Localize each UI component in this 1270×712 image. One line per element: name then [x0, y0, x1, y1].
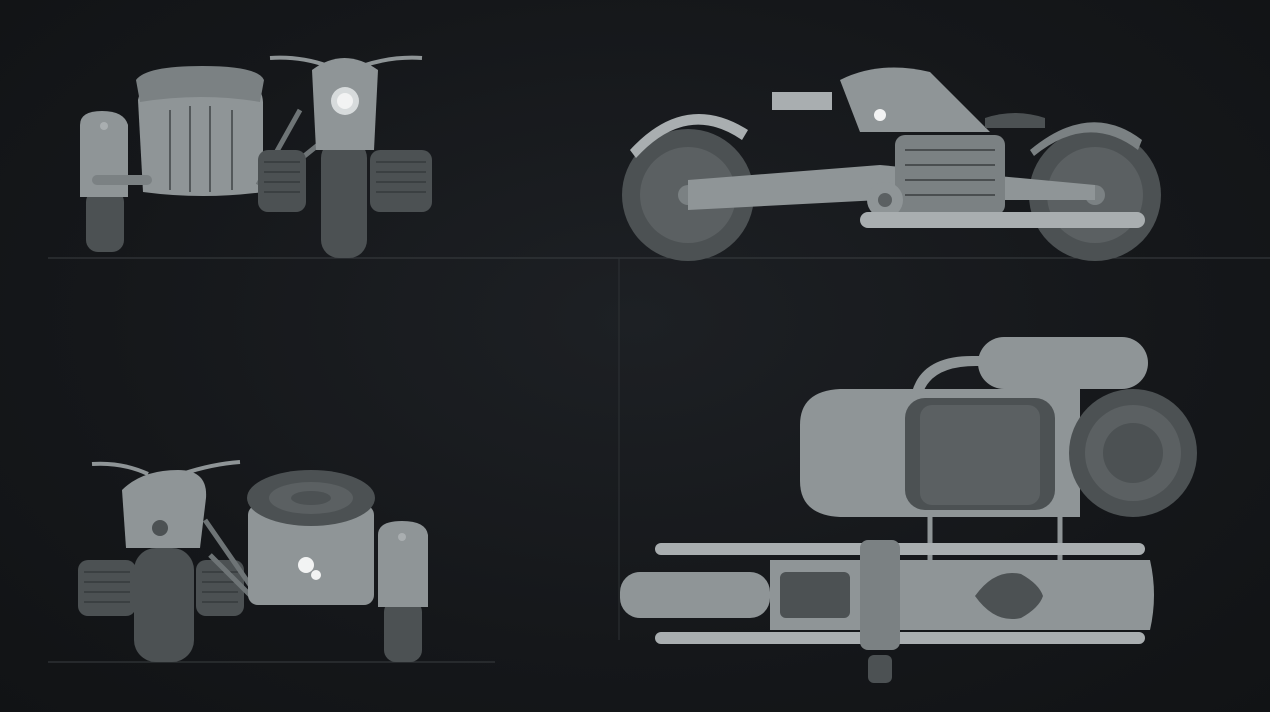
side-view-exhaust: [860, 212, 1145, 228]
front-view-handlebar: [91, 460, 241, 476]
front-view-left-cylinder: [78, 560, 136, 616]
side-view-fuel-tank: [840, 67, 990, 132]
rear-view-sidecar-wheel: [86, 190, 124, 252]
front-view-sidecar-wheel: [384, 600, 422, 662]
top-view-luggage-tank: [978, 337, 1148, 389]
rear-view-left-cylinder: [258, 150, 306, 212]
front-view-sidecar-lamp: [298, 557, 314, 573]
rear-view-rear-wheel: [321, 140, 367, 258]
front-view-sidecar-body: [248, 505, 374, 605]
top-view: [620, 337, 1197, 683]
top-view-seat: [975, 572, 1043, 620]
rear-view-right-cylinder: [370, 150, 432, 212]
front-view: [78, 460, 428, 662]
side-view-engine: [895, 135, 1005, 215]
rear-view: [80, 55, 432, 258]
rear-view-handlebar: [269, 55, 423, 68]
side-view: [622, 67, 1161, 261]
front-view-front-wheel: [134, 548, 194, 662]
top-view-rear-wheel: [620, 572, 770, 618]
